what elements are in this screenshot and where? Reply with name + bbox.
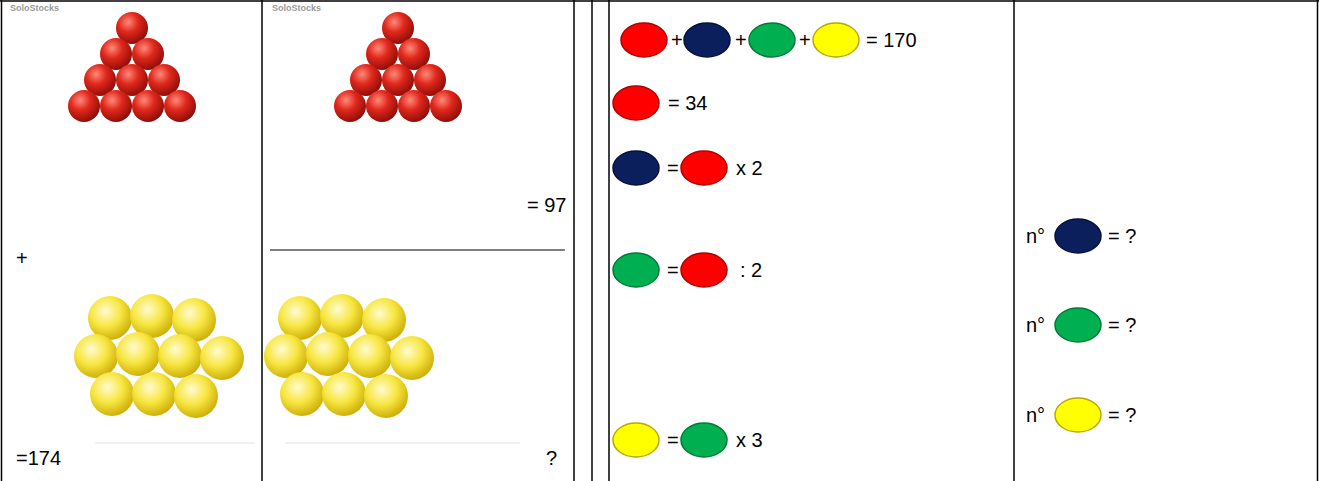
- math-operator: +: [735, 28, 747, 52]
- equation-text: = ?: [1108, 224, 1136, 248]
- equation-text: : 2: [740, 258, 762, 282]
- equation-text: = 34: [668, 91, 707, 115]
- math-operator: +: [799, 28, 811, 52]
- equation-text: = ?: [1108, 313, 1136, 337]
- math-operator: +: [16, 246, 28, 270]
- math-operator: +: [671, 28, 683, 52]
- equation-text: x 3: [736, 428, 763, 452]
- equation-text: n°: [1026, 313, 1045, 337]
- math-operator: =: [667, 428, 679, 452]
- equation-text: x 2: [736, 156, 763, 180]
- equation-text: =174: [16, 446, 61, 470]
- equation-text: n°: [1026, 403, 1045, 427]
- watermark: SoloStocks: [10, 3, 59, 14]
- equation-text: = 170: [866, 28, 917, 52]
- math-operator: =: [667, 258, 679, 282]
- watermark: SoloStocks: [272, 3, 321, 14]
- equation-text: = ?: [1108, 403, 1136, 427]
- equation-text: ?: [546, 446, 557, 470]
- equation-text: n°: [1026, 224, 1045, 248]
- math-operator: =: [667, 156, 679, 180]
- equation-text: = 97: [527, 193, 566, 217]
